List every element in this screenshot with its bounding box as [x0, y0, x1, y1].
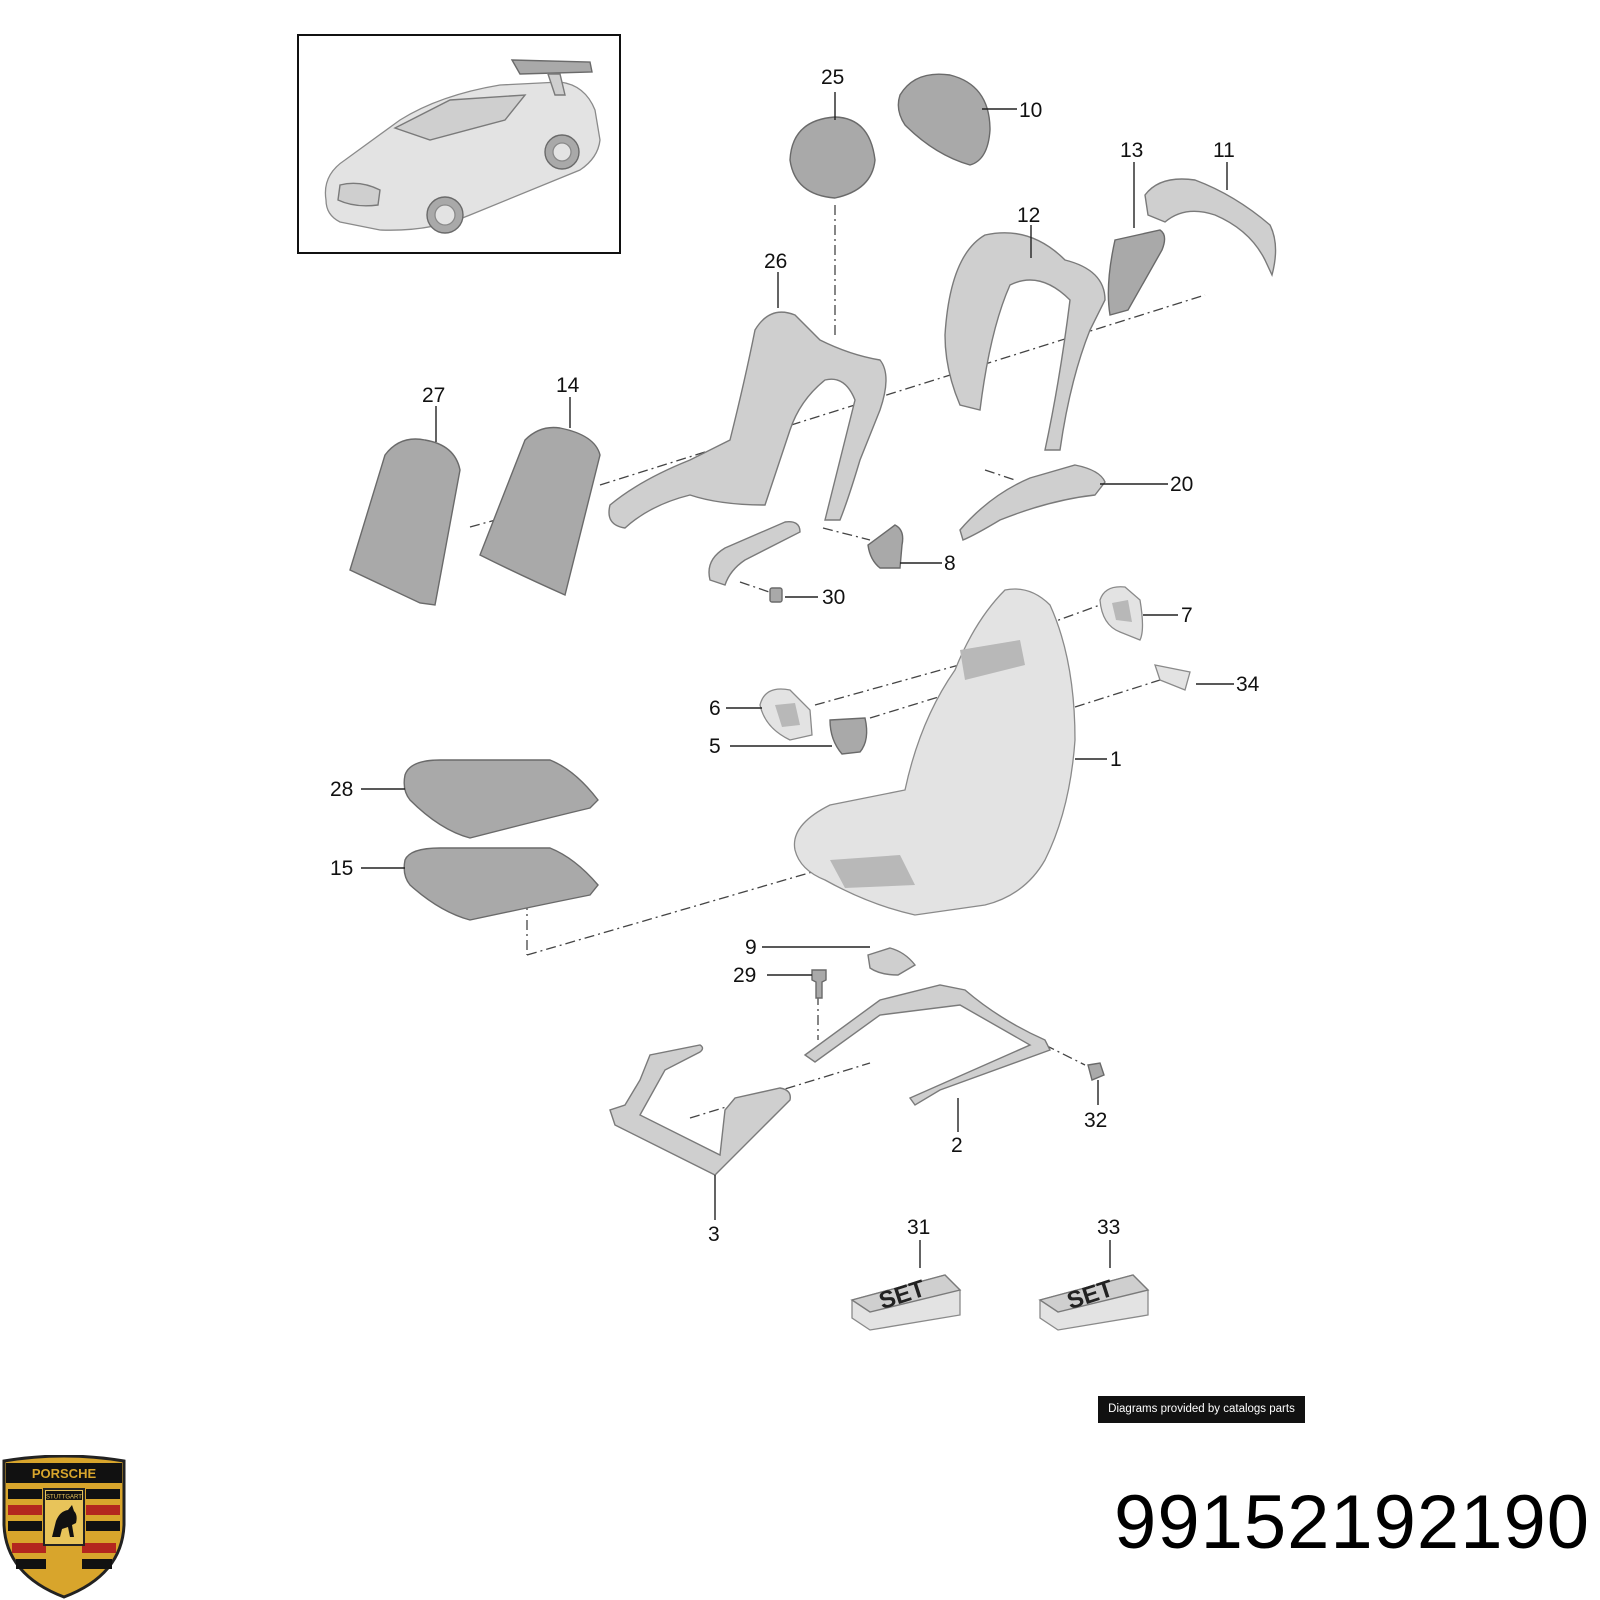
- callout-15: 15: [330, 857, 353, 880]
- part-30-trim-arm: [708, 521, 801, 586]
- part-32-nut: [1087, 1062, 1105, 1081]
- part-30-clip: [769, 587, 783, 603]
- callout-9: 9: [745, 936, 757, 959]
- callout-13: 13: [1120, 139, 1143, 162]
- callout-3: 3: [708, 1223, 720, 1246]
- part-1-seat-shell: [793, 588, 1076, 916]
- callout-5: 5: [709, 735, 721, 758]
- part-number: 99152192190: [1114, 1480, 1590, 1565]
- part-29-bolt: [811, 969, 827, 999]
- part-28-seat-cushion: [403, 759, 599, 839]
- callout-10: 10: [1019, 99, 1042, 122]
- callout-30: 30: [822, 586, 845, 609]
- part-14-backrest-cushion: [479, 426, 601, 596]
- logo-top-text: PORSCHE: [32, 1466, 97, 1481]
- part-33-set-box: SET: [1038, 1274, 1150, 1331]
- callout-34: 34: [1236, 673, 1260, 696]
- callout-7: 7: [1181, 604, 1193, 627]
- callout-2: 2: [951, 1134, 963, 1157]
- part-9-bracket: [867, 947, 917, 976]
- part-5-cover: [829, 717, 868, 755]
- callout-8: 8: [944, 552, 956, 575]
- part-25-headrest-cover: [789, 116, 876, 199]
- assembly-lines: [469, 205, 1206, 1119]
- callout-28: 28: [330, 778, 353, 801]
- car-illustration: [324, 59, 601, 234]
- horse-icon: [52, 1505, 77, 1537]
- callout-31: 31: [907, 1216, 930, 1239]
- callout-11: 11: [1213, 139, 1235, 162]
- logo-city-text: STUTTGART: [46, 1495, 82, 1501]
- callout-6: 6: [709, 697, 721, 720]
- vehicle-inset: [297, 34, 621, 254]
- part-27-backrest-cushion: [349, 438, 461, 606]
- callout-14: 14: [556, 374, 580, 397]
- part-10-pad: [897, 73, 991, 166]
- part-13-bolster: [1107, 229, 1166, 316]
- credit-badge: Diagrams provided by catalogs parts: [1098, 1396, 1305, 1423]
- leader-lines: [361, 92, 1234, 1268]
- callout-27: 27: [422, 384, 445, 407]
- parts: SET SET: [349, 73, 1277, 1331]
- part-20-side-trim: [959, 464, 1106, 541]
- callout-29: 29: [733, 964, 756, 987]
- part-34-label: [1154, 664, 1191, 691]
- callout-33: 33: [1097, 1216, 1120, 1239]
- part-26-backrest-frame: [608, 311, 887, 529]
- part-2-seat-rail: [803, 984, 1051, 1106]
- callout-20: 20: [1170, 473, 1193, 496]
- part-12-backrest-frame: [944, 232, 1106, 451]
- porsche-crest-logo: PORSCHE STUTTGART: [2, 1455, 126, 1599]
- callout-25: 25: [821, 66, 844, 89]
- callout-labels: 25 10 13 11 12 26 27 14 20 8 30 7 34 6 5…: [330, 66, 1260, 1246]
- part-31-set-box: SET: [850, 1274, 962, 1331]
- callout-12: 12: [1017, 204, 1040, 227]
- callout-26: 26: [764, 250, 787, 273]
- part-11-side-trim: [1144, 178, 1277, 278]
- callout-1: 1: [1110, 748, 1122, 771]
- callout-32: 32: [1084, 1109, 1107, 1132]
- part-15-seat-cushion: [403, 847, 599, 921]
- part-8-clip: [867, 524, 904, 569]
- part-3-seat-frame: [609, 1044, 791, 1176]
